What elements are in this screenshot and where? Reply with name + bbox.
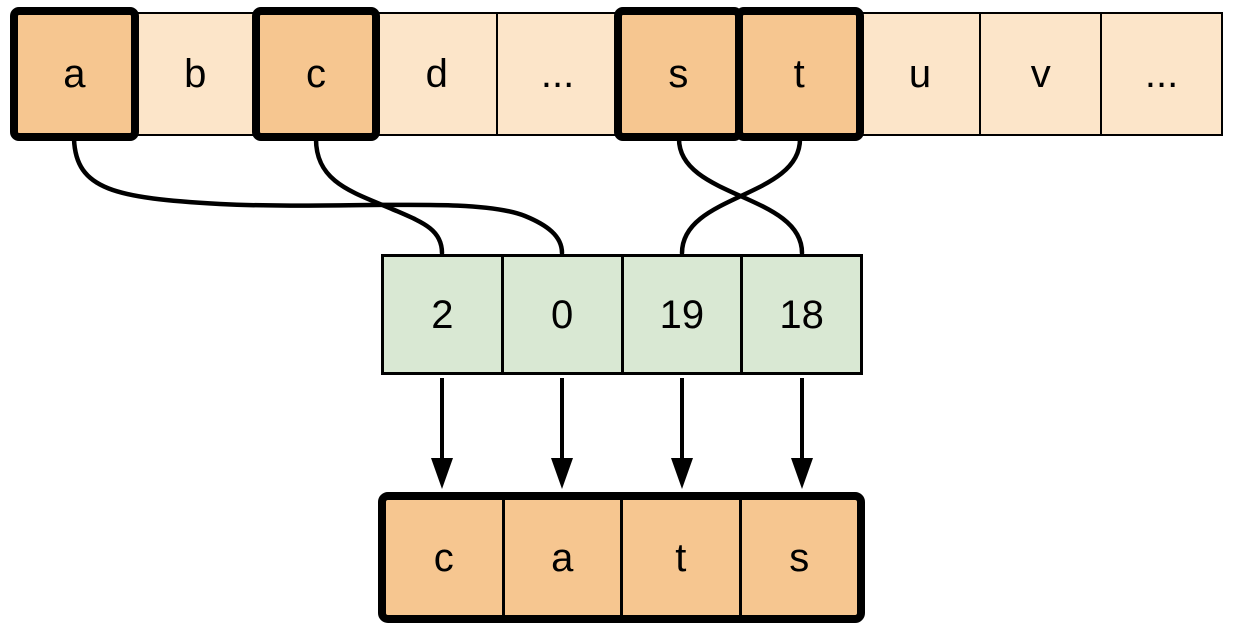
output-cell-0: c	[386, 500, 505, 615]
arrow-index3-to-output3	[791, 378, 813, 489]
alphabet-array-row: a b c d ... s t u v ...	[10, 7, 1223, 141]
alphabet-cell-ellipsis-2: ...	[1144, 52, 1179, 96]
curve-s-to-18	[676, 136, 805, 256]
curve-a-to-0	[71, 136, 565, 256]
alphabet-cell-s: s	[613, 7, 743, 141]
alphabet-cell-ellipsis-1: ...	[498, 14, 619, 134]
index-cell-1: 0	[504, 257, 624, 372]
index-cell-2: 19	[624, 257, 744, 372]
alphabet-cell-c: c	[251, 7, 381, 141]
alphabet-cell-b: b	[136, 14, 257, 134]
arrow-index2-to-output2	[671, 378, 693, 489]
curve-t-to-19	[679, 136, 803, 256]
arrow-index1-to-output1	[551, 378, 573, 489]
alphabet-cell-d: d	[377, 14, 499, 134]
index-array-row: 2 0 19 18	[381, 254, 863, 375]
output-cell-1: a	[505, 500, 623, 615]
index-cell-3: 18	[779, 292, 824, 337]
index-cell-0: 2	[384, 257, 504, 372]
arrow-index0-to-output0	[431, 378, 453, 489]
curve-c-to-2	[313, 136, 445, 256]
alphabet-cell-v: v	[981, 14, 1103, 134]
alphabet-cell-a: a	[10, 7, 139, 141]
alphabet-cell-t: t	[734, 7, 864, 141]
alphabet-cell-u: u	[861, 14, 982, 134]
output-word-row: c a t s	[378, 492, 865, 623]
output-cell-2: t	[623, 500, 742, 615]
output-cell-3: s	[789, 535, 810, 580]
